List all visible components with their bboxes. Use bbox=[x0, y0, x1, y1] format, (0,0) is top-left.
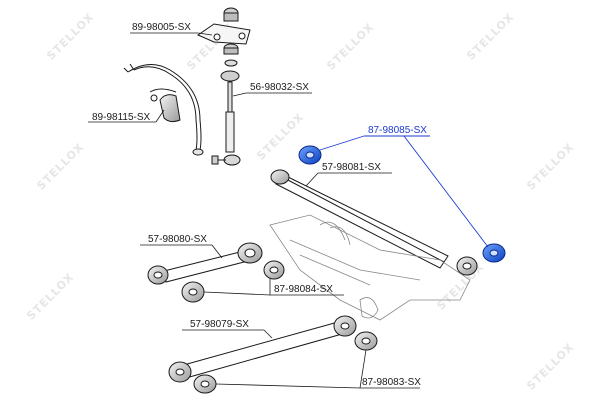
lower-control-arm-short bbox=[147, 242, 263, 285]
part-label-87-98085: 87-98085-SX bbox=[368, 125, 427, 136]
part-label-57-98079: 57-98079-SX bbox=[190, 319, 249, 330]
leader-lines-highlight bbox=[319, 135, 489, 248]
bushing-pair-98085 bbox=[298, 145, 506, 263]
part-label-87-98083: 87-98083-SX bbox=[362, 377, 421, 388]
bushing-pair-98083 bbox=[193, 331, 378, 394]
part-label-56-98032: 56-98032-SX bbox=[250, 82, 309, 93]
part-label-89-98115: 89-98115-SX bbox=[92, 112, 151, 123]
part-label-57-98081: 57-98081-SX bbox=[322, 162, 381, 173]
bushing-pair-98084 bbox=[181, 260, 285, 303]
upper-control-arm bbox=[270, 169, 478, 276]
lower-control-arm-long bbox=[168, 315, 357, 383]
part-label-89-98005: 89-98005-SX bbox=[132, 22, 191, 33]
part-label-87-98084: 87-98084-SX bbox=[274, 284, 333, 295]
leader-lines bbox=[88, 32, 420, 389]
stabilizer-bar bbox=[123, 63, 204, 156]
stabilizer-link-assembly bbox=[196, 7, 251, 166]
stabilizer-bushing bbox=[149, 88, 181, 123]
axle-housing bbox=[269, 214, 471, 321]
part-label-57-98080: 57-98080-SX bbox=[148, 234, 207, 245]
